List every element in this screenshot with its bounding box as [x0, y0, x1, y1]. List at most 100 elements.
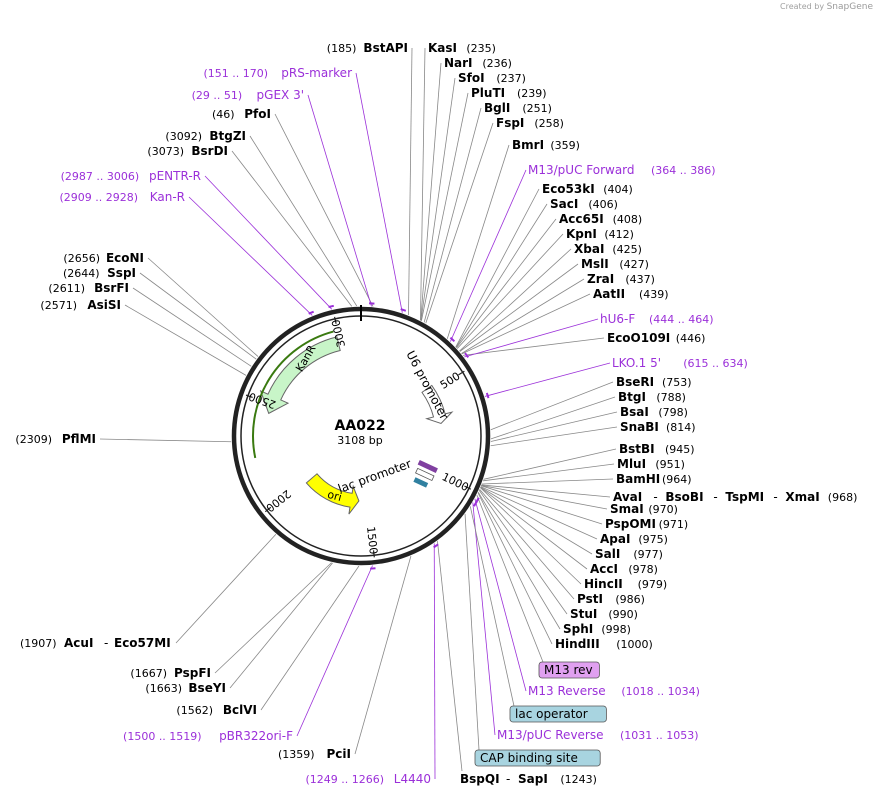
tick-label-500: 500	[438, 370, 463, 392]
enzyme-hindiii-position: (1000)	[616, 638, 653, 651]
connector-line	[296, 565, 373, 737]
feature-box-cap-binding-site	[474, 749, 601, 767]
enzyme-bclvi-position: (1562)	[176, 704, 213, 717]
connector-line	[490, 411, 618, 442]
enzyme-nari-position: (236)	[482, 57, 512, 70]
connector-line	[139, 272, 257, 360]
tick-mark	[372, 550, 375, 558]
connector-line	[355, 72, 403, 313]
connector-line	[478, 490, 568, 615]
connector-line	[307, 94, 372, 307]
enzyme-bspqi-position: (1243)	[560, 773, 597, 786]
connector-line	[124, 304, 247, 376]
enzyme-msli-label: MslI	[581, 257, 609, 271]
connector-line	[354, 555, 412, 755]
connector-line	[484, 362, 611, 397]
tick-mark	[464, 485, 472, 490]
connector-line	[469, 506, 515, 707]
enzyme-btgi-label: BtgI	[618, 390, 646, 404]
enzyme-separator: -	[773, 490, 777, 504]
connector-line	[425, 122, 494, 324]
enzyme-bsai-label: BsaI	[620, 405, 649, 419]
enzyme-econi-position: (2656)	[63, 252, 100, 265]
connector-line	[459, 248, 572, 352]
enzyme-pcii-position: (1359)	[278, 748, 315, 761]
enzyme-tspmi-label: TspMI	[725, 490, 764, 504]
ori-feature-arrow	[305, 473, 360, 515]
connector-line	[421, 92, 469, 321]
primer-m13-puc-reverse-mark	[473, 501, 478, 507]
enzyme-sfoi-label: SfoI	[458, 71, 485, 85]
connector-line	[132, 287, 252, 367]
connector-line	[472, 502, 496, 736]
primer-pgex-3-label: pGEX 3'	[257, 88, 304, 102]
snapgene-logo: SnapGene	[826, 2, 873, 12]
connector-line	[482, 463, 615, 482]
connector-line	[481, 485, 608, 510]
enzyme-separator: -	[104, 636, 108, 650]
primer-pbr322ori-f-label: pBR322ori-F	[219, 729, 293, 743]
primer-lko-1-5-label: LKO.1 5'	[612, 356, 661, 370]
enzyme-bstbi-label: BstBI	[619, 442, 655, 456]
enzyme-bseyi-position: (1663)	[145, 682, 182, 695]
enzyme-acui-label: AcuI	[64, 636, 93, 650]
connector-line	[481, 478, 614, 485]
primer-m13-puc-forward-label: M13/pUC Forward	[528, 163, 635, 177]
connector-line	[455, 203, 548, 348]
enzyme-psti-position: (986)	[615, 593, 645, 606]
enzyme-smai-label: SmaI	[610, 502, 644, 516]
enzyme-avai-label: AvaI	[613, 490, 642, 504]
connector-line	[455, 188, 540, 348]
connector-line	[477, 491, 561, 630]
enzyme-asisi-label: AsiSI	[87, 298, 121, 312]
kanr-selection-line	[252, 330, 334, 459]
enzyme-kasi-label: KasI	[428, 41, 457, 55]
enzyme-bsrfi-position: (2611)	[48, 282, 85, 295]
site-labels: KasI(235)NarI(236)SfoI(237)PluTI(239)Bgl…	[15, 41, 857, 786]
enzyme-bstapi-position: (185)	[327, 42, 357, 55]
connector-line	[433, 543, 436, 780]
connector-line	[175, 534, 277, 644]
connector-line	[408, 47, 413, 315]
connector-line	[231, 150, 353, 307]
feature-cap-binding-site-label: CAP binding site	[480, 751, 578, 765]
enzyme-pcii-label: PciI	[327, 747, 352, 761]
enzyme-bsrfi-label: BsrFI	[94, 281, 129, 295]
connector-line	[462, 337, 605, 356]
enzyme-avai-position: (968)	[828, 491, 858, 504]
primer-prs-marker-label: pRS-marker	[281, 66, 352, 80]
lac-feature-bar	[413, 477, 429, 488]
enzyme-bseyi-label: BseYI	[188, 681, 226, 695]
tick-label-1500: 1500	[364, 526, 380, 555]
enzyme-eco53ki-position: (404)	[603, 183, 633, 196]
enzyme-mlui-label: MluI	[617, 457, 646, 471]
connector-line	[99, 438, 232, 443]
connector-line	[490, 381, 614, 431]
lac-feature-bar	[415, 467, 435, 482]
enzyme-btgzi-label: BtgZI	[209, 129, 246, 143]
connector-line	[456, 218, 557, 349]
enzyme-zrai-label: ZraI	[587, 272, 614, 286]
feature-m13-rev-label: M13 rev	[544, 663, 593, 677]
connector-line	[420, 47, 426, 321]
tick-mark	[264, 506, 272, 513]
connector-line	[483, 448, 617, 480]
enzyme-pluti-label: PluTI	[471, 86, 505, 100]
enzyme-apai-position: (975)	[638, 533, 668, 546]
enzyme-sali-position: (977)	[633, 548, 663, 561]
connector-line	[490, 396, 616, 440]
enzyme-hincii-position: (979)	[638, 578, 668, 591]
tick-label-1000: 1000	[440, 470, 471, 494]
enzyme-acci-position: (978)	[628, 563, 658, 576]
plasmid-length: 3108 bp	[337, 434, 382, 447]
enzyme-bgli-label: BglI	[484, 101, 510, 115]
enzyme-apai-label: ApaI	[600, 532, 630, 546]
primer-pentr-r-label: pENTR-R	[149, 169, 201, 183]
enzyme-kpni-position: (412)	[604, 228, 634, 241]
primer-kan-r-range: (2909 .. 2928)	[59, 191, 138, 204]
connector-line	[214, 562, 332, 674]
enzyme-pluti-position: (239)	[517, 87, 547, 100]
primer-lko-1-5-range: (615 .. 634)	[683, 357, 748, 370]
enzyme-bamhi-position: (964)	[662, 473, 692, 486]
enzyme-bmri-position: (359)	[550, 139, 580, 152]
